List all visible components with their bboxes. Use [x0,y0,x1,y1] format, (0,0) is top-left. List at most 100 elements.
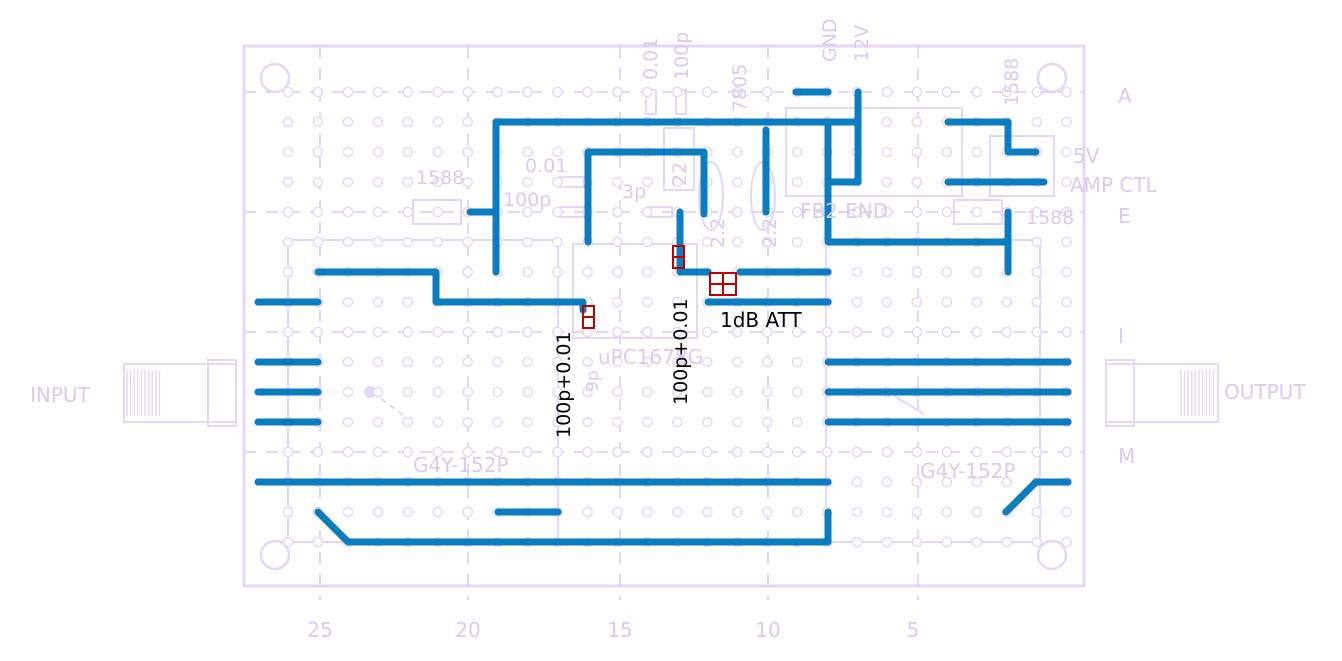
pad [462,116,474,128]
pad [672,446,683,458]
pad [672,326,683,338]
label-1588-top: 1588 [1001,58,1023,106]
label-cap-left: 100p+0.01 [553,331,575,438]
row-labels: A E I M [1118,84,1135,468]
pad [372,386,384,398]
pad [821,446,833,458]
pad [1001,536,1013,548]
pad [282,266,294,278]
pad [642,176,653,188]
pad [612,416,623,428]
pad [732,236,743,248]
copper-trace [676,208,712,276]
pad [941,476,953,488]
pad [402,206,414,218]
ic-outline [572,243,698,339]
pad [672,356,683,368]
pad [881,86,893,98]
pad [552,386,563,398]
pad [881,296,893,308]
silk-chip-cap [559,176,585,188]
pad [1031,506,1043,518]
pad [941,206,953,218]
pad [791,176,803,188]
pad [971,506,983,518]
pad [402,86,414,98]
row-label-i: I [1118,324,1124,348]
label-22: 22 [669,162,691,186]
pad [702,236,713,248]
pad [642,266,653,278]
pad [761,236,773,248]
output-label: OUTPUT [1224,380,1306,404]
copper-trace [944,118,1040,156]
pad [732,386,743,398]
pad [432,206,444,218]
pad [941,296,953,308]
pad [342,356,354,368]
pad [1061,266,1072,278]
pad [312,86,324,98]
pad [342,506,354,518]
pad [402,356,414,368]
pad [821,326,833,338]
sma-input-connector [123,359,237,427]
pad [1061,296,1072,308]
pad [282,506,294,518]
pad [552,86,563,98]
mounting-hole [259,62,291,94]
pad [1031,296,1043,308]
pad [522,86,533,98]
pad [881,506,893,518]
pad [612,86,623,98]
pad [761,326,773,338]
pad [522,356,533,368]
copper-trace [492,118,862,276]
pad [342,416,354,428]
pad [552,326,563,338]
sma-output-connector [1105,359,1219,427]
label-cap-mid: 100p+0.01 [670,298,692,405]
pad [312,536,324,548]
pad [732,146,743,158]
pad [911,326,923,338]
pad [342,116,354,128]
pad [432,506,444,518]
pad [312,116,324,128]
pad [372,116,384,128]
pad [851,266,863,278]
pad [342,206,354,218]
row-label-m: M [1118,444,1135,468]
pad [702,386,713,398]
pad [971,206,983,218]
pad [342,326,354,338]
pad [522,146,533,158]
pad [432,416,444,428]
pad [1061,506,1072,518]
pad [582,356,593,368]
sma-body [1105,363,1219,423]
pad [312,146,324,158]
pad [462,506,474,518]
label-c001-top: 0.01 [640,38,662,80]
pad [672,506,683,518]
pad [462,236,474,248]
pad [432,146,444,158]
pad [672,176,683,188]
pad [612,206,623,218]
pad [282,146,294,158]
capacitor-22-outline [663,127,695,191]
pad [851,206,863,218]
label-3p: 3p [622,181,646,203]
pad [971,296,983,308]
pad [881,146,893,158]
pad [702,416,713,428]
x-tick-10: 10 [755,618,780,642]
pad [911,296,923,308]
pad [402,386,414,398]
pad [372,146,384,158]
pad [612,296,623,308]
pad [971,146,983,158]
pad [702,86,713,98]
pad [612,326,623,338]
